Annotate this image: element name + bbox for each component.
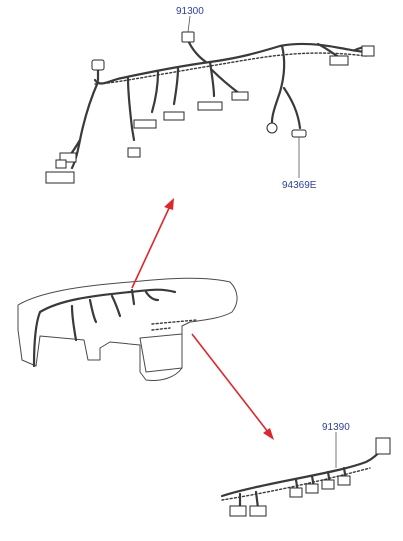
connector [249,505,267,517]
sensor [266,122,278,134]
sensor-plug [291,129,307,138]
sub-wiring-harness [220,432,391,517]
connector [337,475,351,486]
sub-harness-label: 91390 [322,422,350,433]
connector [163,111,185,121]
arrow-to-sub-harness [191,333,274,440]
connector [197,101,223,111]
arrow-to-main-harness [131,198,174,289]
connector [289,487,303,498]
main-wiring-harness [45,15,375,184]
connector [45,171,75,184]
connector [91,59,105,71]
connector [133,119,157,129]
main-harness-label: 91300 [176,6,204,17]
connector [375,437,391,455]
connector [55,159,67,169]
connector [321,479,335,490]
connector [229,505,247,517]
dashboard-illustration [17,277,238,381]
connector [305,483,319,494]
connector [181,31,195,43]
sensor-label: 94369E [282,180,317,191]
connector [127,147,141,158]
connector [361,45,375,57]
connector [59,152,77,163]
connector [231,91,249,101]
connector [329,55,349,66]
